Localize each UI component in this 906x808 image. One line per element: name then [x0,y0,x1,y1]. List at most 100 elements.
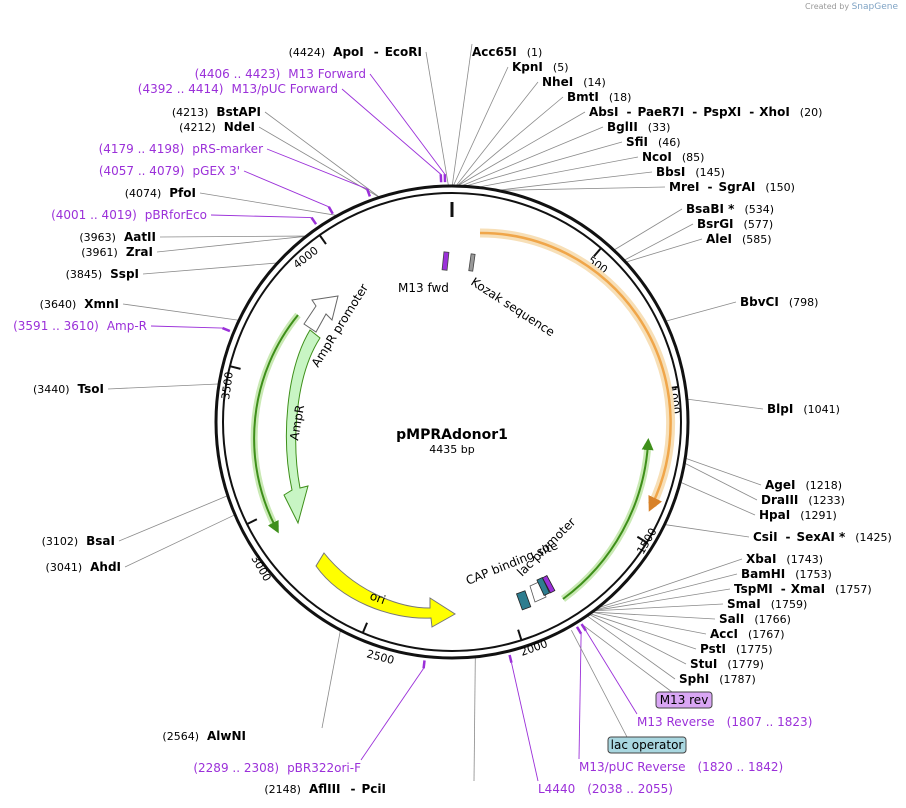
leader-e7 [462,126,604,186]
enzyme-label-e29: SphI(1787) [679,672,756,686]
leader-e11 [501,186,666,191]
enzyme-text: AccI [710,627,738,641]
enzyme-label-e30: (2148)AflIII-PciI [264,782,386,796]
primer-label-p7: (2289 .. 2308)pBR322ori-F [193,761,361,775]
leader-e9 [480,156,639,188]
enzyme-text: (4213) [172,106,209,119]
enzyme-text: DraIII [761,493,798,507]
enzyme-text: (1779) [727,658,764,671]
enzyme-text: (18) [609,91,632,104]
svg-text:NcoI(85): NcoI(85) [642,150,704,164]
enzyme-text: HpaI [759,508,790,522]
tick-2500 [361,622,368,634]
enzyme-text: PspXI [703,105,741,119]
svg-text:SphI(1787): SphI(1787) [679,672,756,686]
svg-text:(4057 .. 4079)pGEX 3': (4057 .. 4079)pGEX 3' [99,164,240,178]
svg-text:NheI(14): NheI(14) [542,75,606,89]
enzyme-label-e35: (3640)XmnI [40,297,119,311]
primer-name: M13 Reverse [637,715,715,729]
primer-name: Amp-R [107,319,147,333]
leader-e38 [159,235,306,238]
enzyme-text: PfoI [169,186,196,200]
leader-p10 [585,630,638,715]
primer-label-p1: (4406 .. 4423) M13 Forward [195,67,366,81]
primer-mark-p7 [422,660,426,669]
primer-name: M13/pUC Forward [231,82,338,96]
leader-e16 [687,398,764,410]
enzyme-label-e7: BglII(33) [607,120,670,134]
primer-range: (2038 .. 2055) [587,782,673,796]
tick-label-3000: 3000 [248,553,273,584]
enzyme-text: NcoI [642,150,672,164]
enzyme-text: (585) [742,233,772,246]
credit-prefix: Created by [805,2,850,11]
enzyme-text: (4424) [289,46,326,59]
primer-name: L4440 [538,782,575,796]
enzyme-text: BsaI [86,534,115,548]
enzyme-text: (1757) [835,583,872,596]
svg-text:StuI(1779): StuI(1779) [690,657,764,671]
primer-marks [222,174,587,669]
primer-name: M13 Forward [288,67,366,81]
snapgene-brand: SnapGene [851,2,898,12]
svg-text:(2289 .. 2308)pBR322ori-F: (2289 .. 2308)pBR322ori-F [193,761,361,775]
leader-e31 [321,630,341,729]
enzyme-label-e36: (3845)SspI [66,267,139,281]
enzyme-text: (4212) [179,121,216,134]
enzyme-label-e2: Acc65I(1) [472,45,542,59]
leader-p1 [369,73,446,175]
enzyme-text: (145) [695,166,725,179]
enzyme-text: SgrAI [718,180,755,194]
enzyme-label-e28: StuI(1779) [690,657,764,671]
leader-e10 [500,171,653,191]
leader-e37 [156,236,305,253]
leader-e21 [599,558,743,608]
enzyme-label-e23: TspMI-XmaI(1757) [734,582,872,596]
leader-p2 [341,88,442,175]
feature-m13-fwd: M13 fwd [398,281,449,295]
leader-e4 [456,81,539,186]
svg-text:(3102)BsaI: (3102)BsaI [42,534,115,548]
leader-p4 [243,170,329,208]
svg-text:L4440(2038 .. 2055): L4440 (2038 .. 2055) [538,782,673,796]
tick-1500 [636,535,648,544]
leader-e25 [593,611,716,620]
enzyme-text: (1767) [748,628,785,641]
enzyme-text: (3041) [46,561,83,574]
snapgene-credit: Created by SnapGene [805,2,898,12]
leader-e26 [593,611,707,635]
lac-operator-box: lac operator [607,736,687,754]
enzyme-text: BsaBI * [686,202,735,216]
enzyme-label-e4: NheI(14) [542,75,606,89]
leader-e29 [587,615,676,680]
svg-text:BsrGI(577): BsrGI(577) [697,217,773,231]
backbone-inner [222,192,682,652]
tick-3000 [246,518,258,526]
enzyme-text: KpnI [512,60,543,74]
cap-site-marker [515,590,532,611]
leader-e12 [614,208,683,250]
svg-text:(4212)NdeI: (4212)NdeI [179,120,255,134]
svg-text:BglII(33): BglII(33) [607,120,670,134]
svg-text:AleI(585): AleI(585) [706,232,772,246]
primer-label-p10: M13 Reverse(1807 .. 1823) [637,715,812,729]
leader-e17 [686,458,762,486]
enzyme-text: BsrGI [697,217,734,231]
svg-text:BbsI(145): BbsI(145) [656,165,725,179]
enzyme-text: NheI [542,75,573,89]
leader-lacop [571,630,628,738]
primer-range: (4406 .. 4423) [195,67,281,81]
orf-arc [479,228,676,512]
enzyme-label-e20: CsiI-SexAI *(1425) [753,530,892,544]
enzyme-label-e25: SalI(1766) [719,612,791,626]
svg-text:CsiI-SexAI *(1425): CsiI-SexAI *(1425) [753,530,892,544]
leader-e5 [457,96,564,186]
m13-fwd-marker [441,251,450,271]
enzyme-text: (1759) [771,598,808,611]
enzyme-label-e39: (4074)PfoI [125,186,196,200]
leader-p3 [266,148,368,190]
svg-text:(3640)XmnI: (3640)XmnI [40,297,119,311]
leader-p5 [210,214,312,219]
leader-e8 [467,141,623,186]
enzyme-text: (1775) [736,643,773,656]
